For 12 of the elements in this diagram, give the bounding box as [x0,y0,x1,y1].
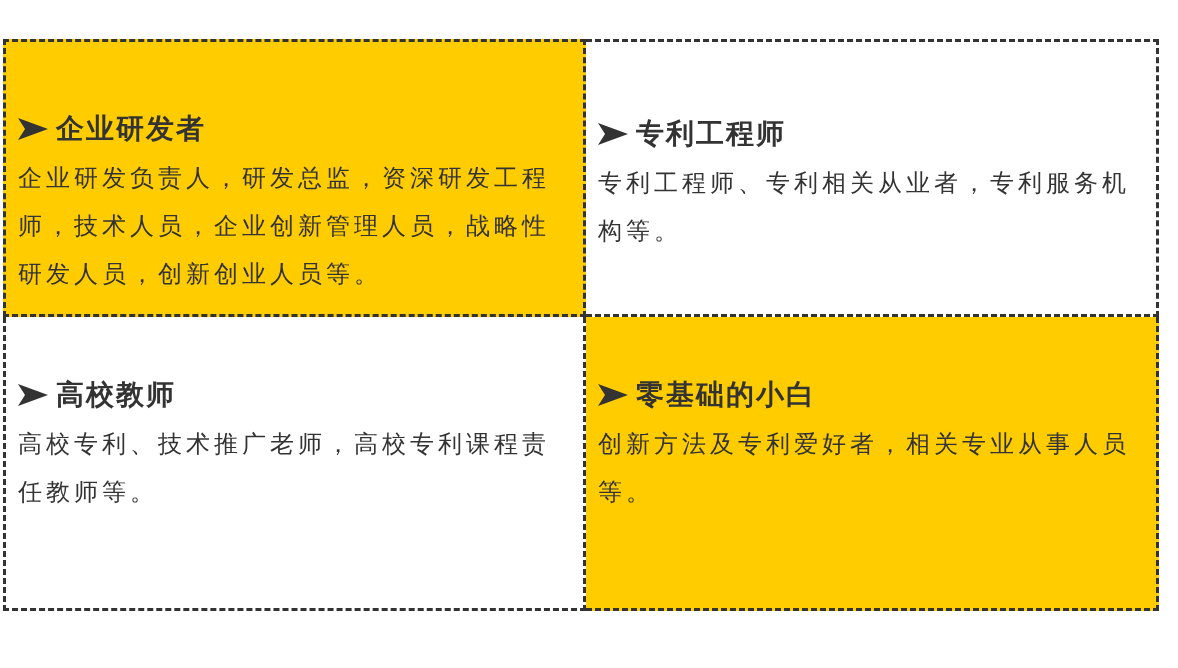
panel-description: 高校专利、技术推广老师，高校专利课程责任教师等。 [18,429,551,508]
panel-description: 专利工程师、专利相关从业者，专利服务机构等。 [598,168,1131,247]
panel-heading: 企业研发者 [56,111,206,147]
panel-heading: 零基础的小白 [636,377,816,413]
audience-panel [586,317,1159,611]
panel-description: 创新方法及专利爱好者，相关专业从事人员等。 [598,429,1131,508]
panel-heading: 专利工程师 [636,116,786,152]
panel-description: 企业研发负责人，研发总监，资深研发工程师，技术人员，企业创新管理人员，战略性研发人员，创新创业人员等。 [18,163,551,290]
panel-heading: 高校教师 [56,377,176,413]
audience-panel [586,39,1159,317]
audience-panel [3,317,586,611]
audience-panel [3,39,586,317]
